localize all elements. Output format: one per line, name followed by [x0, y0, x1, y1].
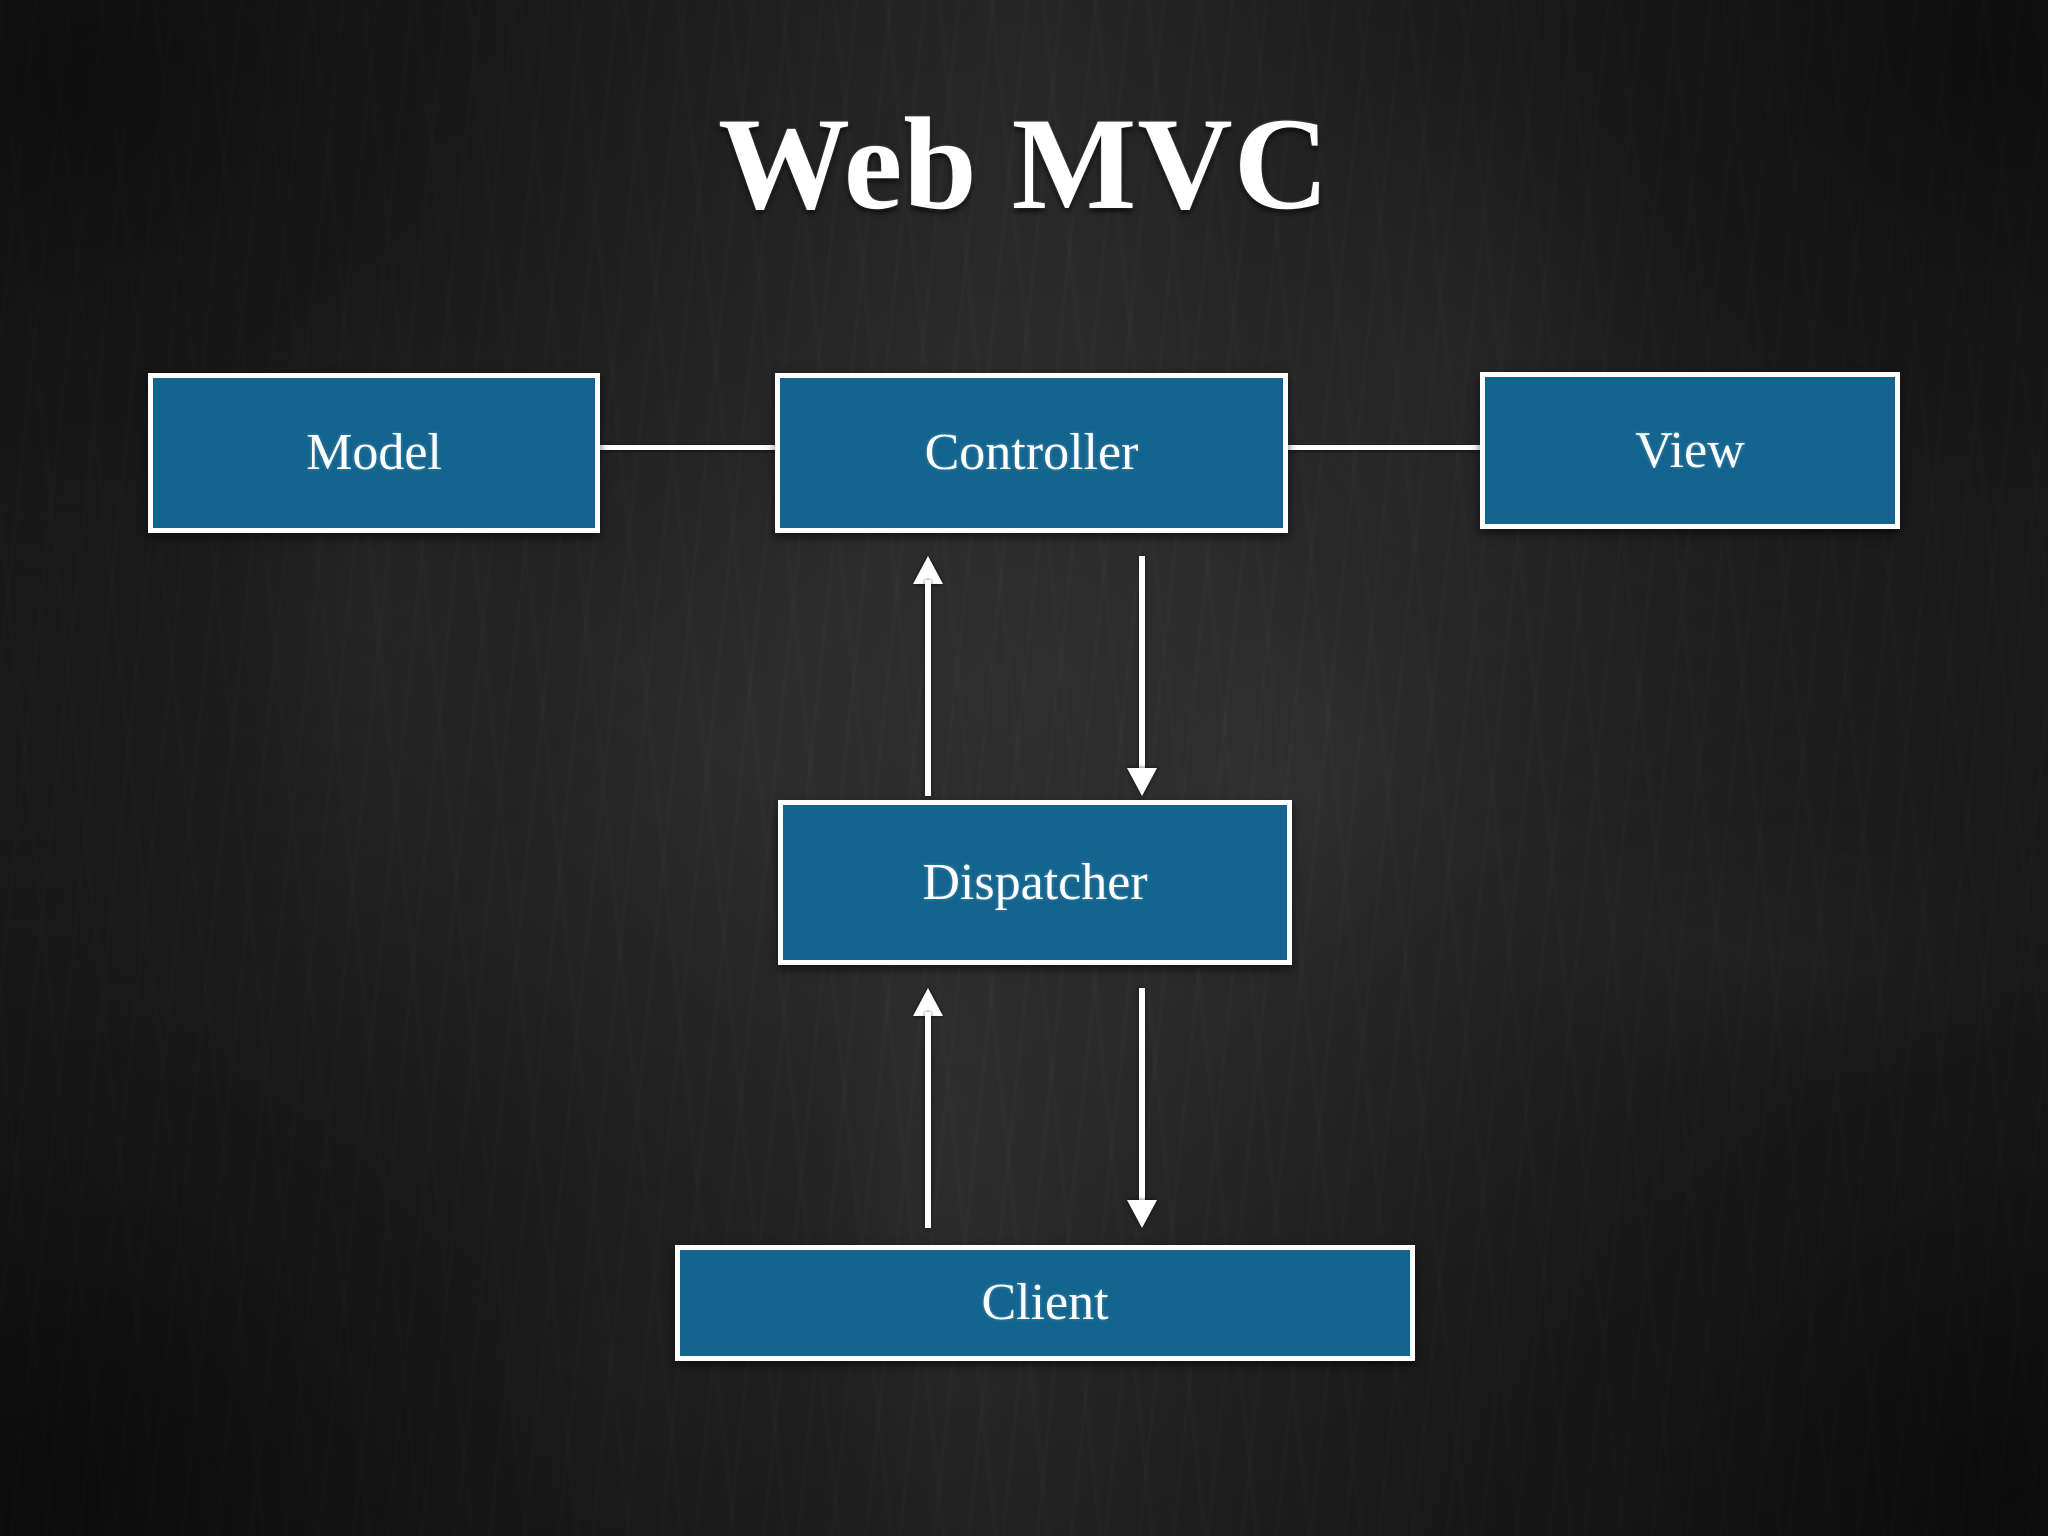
node-controller-label: Controller: [924, 424, 1139, 481]
node-controller[interactable]: Controller: [775, 373, 1288, 533]
node-dispatcher-label: Dispatcher: [922, 853, 1148, 911]
arrow-dispatcher-to-client: [1124, 988, 1160, 1228]
arrow-dispatcher-to-controller: [910, 556, 946, 796]
arrow-shaft: [1139, 556, 1145, 772]
node-model[interactable]: Model: [148, 373, 600, 533]
connector-model-controller: [598, 445, 778, 450]
arrow-head-down-icon: [1127, 1200, 1157, 1228]
arrow-shaft: [1139, 988, 1145, 1204]
arrow-head-up-icon: [913, 556, 943, 584]
node-view-label: View: [1635, 421, 1745, 479]
node-view[interactable]: View: [1480, 372, 1900, 529]
arrow-shaft: [925, 1012, 931, 1228]
node-model-label: Model: [306, 424, 442, 481]
connector-controller-view: [1286, 445, 1482, 450]
arrow-client-to-dispatcher: [910, 988, 946, 1228]
arrow-head-down-icon: [1127, 768, 1157, 796]
arrow-shaft: [925, 580, 931, 796]
page-title: Web MVC: [718, 90, 1330, 237]
node-client[interactable]: Client: [675, 1245, 1415, 1361]
node-client-label: Client: [981, 1274, 1109, 1331]
node-dispatcher[interactable]: Dispatcher: [778, 800, 1292, 965]
arrow-controller-to-dispatcher: [1124, 556, 1160, 796]
arrow-head-up-icon: [913, 988, 943, 1016]
